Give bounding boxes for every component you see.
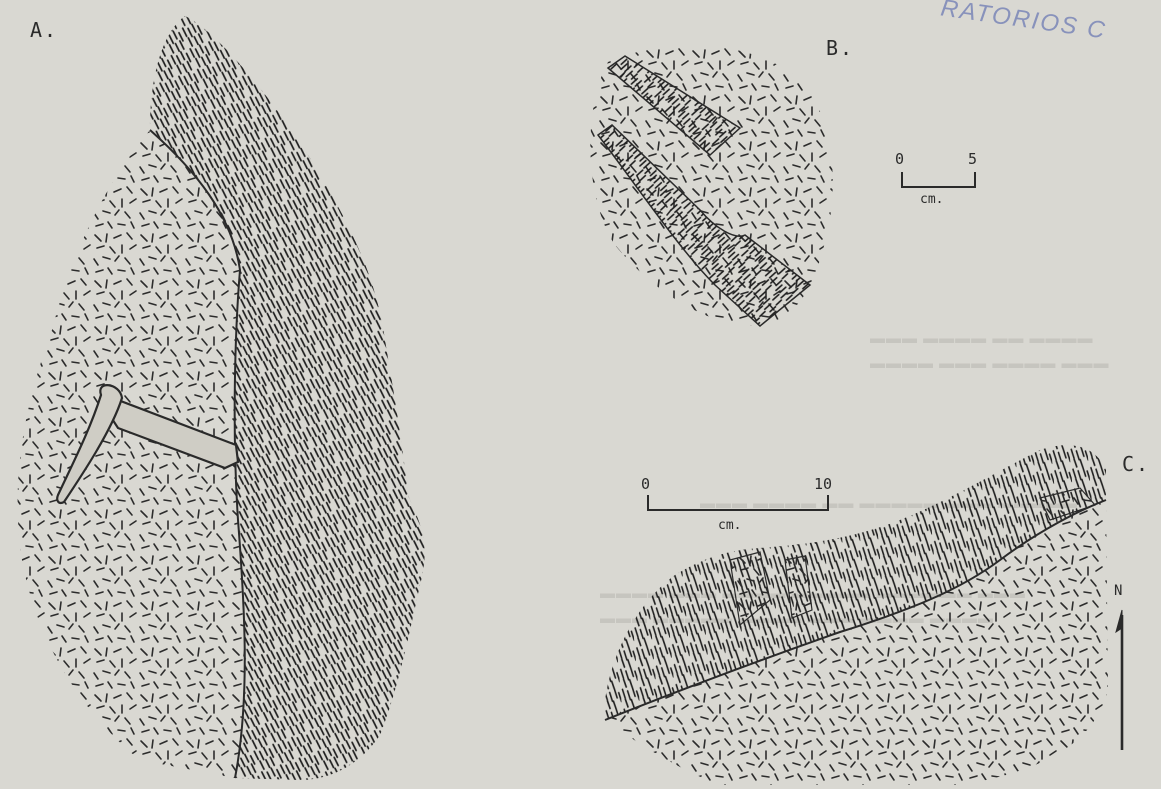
scale-c-end: 10 — [814, 475, 832, 493]
scale-bar-b — [902, 172, 975, 187]
scale-c-unit: cm. — [718, 518, 741, 533]
north-label: N — [1114, 583, 1122, 599]
panel-a-sketch — [18, 16, 425, 780]
panel-b-label: B. — [826, 36, 854, 60]
panel-a-label: A. — [30, 18, 58, 42]
scale-bar-c — [648, 495, 828, 510]
panel-c-label: C. — [1122, 452, 1150, 476]
panel-b-sketch — [590, 45, 832, 326]
scale-b-unit: cm. — [920, 192, 943, 207]
scale-b-start: 0 — [895, 150, 904, 168]
north-arrow-icon — [1116, 610, 1122, 750]
scale-c-start: 0 — [641, 475, 650, 493]
scale-b-end: 5 — [968, 150, 977, 168]
panel-c-sketch — [605, 445, 1122, 785]
